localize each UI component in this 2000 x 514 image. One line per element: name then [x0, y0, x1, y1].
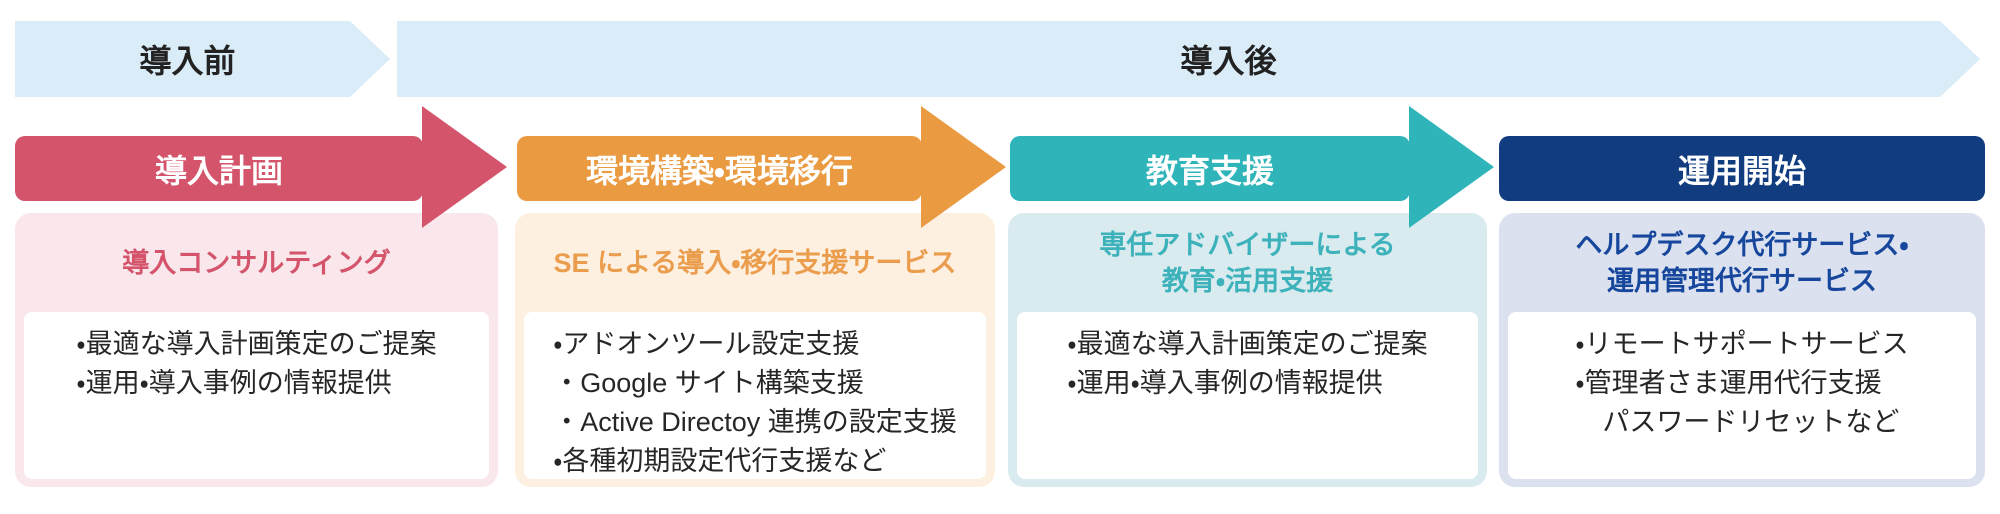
bullet-item: ・運用・導入事例の情報提供: [76, 368, 392, 398]
phase-3-arrow: 教育支援: [1010, 136, 1410, 201]
phase-3-bullet-list: ・最適な導入計画策定のご提案 ・運用・導入事例の情報提供: [1067, 312, 1427, 479]
bullet-item: ・アドオンツール設定支援: [553, 329, 860, 359]
phase-1-card: 導入コンサルティング ・最適な導入計画策定のご提案 ・運用・導入事例の情報提供: [15, 213, 498, 487]
phase-1-arrow: 導入計画: [15, 136, 423, 201]
phase-2-right-arrow-head-icon: [921, 106, 1006, 228]
phase-4-header-label: 運用開始: [1677, 152, 1806, 189]
phase-3-right-arrow-head-icon: [1409, 106, 1494, 228]
phase-2-arrow-label: 環境構築・環境移行: [586, 152, 853, 189]
phase-2-title-line: SE による導入・移行支援サービス: [553, 247, 957, 278]
phase-1-card-body: ・最適な導入計画策定のご提案 ・運用・導入事例の情報提供: [24, 312, 489, 479]
phase-1-right-arrow-head-icon: [422, 106, 507, 228]
phase-3-card-body: ・最適な導入計画策定のご提案 ・運用・導入事例の情報提供: [1017, 312, 1478, 479]
phase-4-card-title: ヘルプデスク代行サービス・ 運用管理代行サービス: [1505, 213, 1979, 312]
phase-3-title-line: 教育・活用支援: [1161, 265, 1334, 296]
banner-after: 導入後: [397, 21, 1980, 97]
phase-4-title-line: 運用管理代行サービス: [1607, 265, 1877, 296]
bullet-item: ・リモートサポートサービス: [1575, 329, 1909, 359]
banner-before: 導入前: [15, 21, 390, 97]
phase-3-arrow-label: 教育支援: [1145, 152, 1274, 189]
phase-1-bullet-list: ・最適な導入計画策定のご提案 ・運用・導入事例の情報提供: [76, 312, 436, 479]
phase-4-card: ヘルプデスク代行サービス・ 運用管理代行サービス ・リモートサポートサービス ・…: [1499, 213, 1985, 487]
bullet-item: ・運用・導入事例の情報提供: [1067, 368, 1383, 398]
phase-2-arrow: 環境構築・環境移行: [517, 136, 922, 201]
phase-3-card: 専任アドバイザーによる 教育・活用支援 ・最適な導入計画策定のご提案 ・運用・導…: [1008, 213, 1487, 487]
phase-3-card-title: 専任アドバイザーによる 教育・活用支援: [1014, 213, 1481, 312]
banner-before-label: 導入前: [139, 43, 236, 79]
banner-after-label: 導入後: [1180, 43, 1277, 79]
bullet-item: ・Google サイト構築支援: [553, 368, 864, 398]
phase-4-title-line: ヘルプデスク代行サービス・: [1575, 229, 1909, 260]
bullet-item: ・最適な導入計画策定のご提案: [1067, 329, 1428, 359]
bullet-item: ・最適な導入計画策定のご提案: [76, 329, 437, 359]
phase-3-title-line: 専任アドバイザーによる: [1099, 229, 1396, 260]
phase-4-bullet-list: ・リモートサポートサービス ・管理者さま運用代行支援 パスワードリセットなど: [1575, 312, 1908, 479]
phase-2-bullet-list: ・アドオンツール設定支援 ・Google サイト構築支援 ・Active Dir…: [553, 312, 957, 479]
phase-2-card-body: ・アドオンツール設定支援 ・Google サイト構築支援 ・Active Dir…: [524, 312, 986, 479]
phase-1-card-title: 導入コンサルティング: [21, 213, 492, 312]
bullet-item: ・各種初期設定代行支援など: [553, 446, 887, 476]
phase-1-arrow-label: 導入計画: [154, 152, 283, 189]
phase-2-card-title: SE による導入・移行支援サービス: [521, 213, 989, 312]
bullet-item: ・管理者さま運用代行支援: [1575, 368, 1882, 398]
phase-1-title-line: 導入コンサルティング: [122, 247, 391, 278]
phase-4-header: 運用開始: [1499, 136, 1985, 201]
bullet-item: ・Active Directoy 連携の設定支援: [553, 407, 957, 437]
bullet-item: パスワードリセットなど: [1575, 407, 1900, 437]
phase-2-card: SE による導入・移行支援サービス ・アドオンツール設定支援 ・Google サ…: [515, 213, 995, 487]
phase-4-card-body: ・リモートサポートサービス ・管理者さま運用代行支援 パスワードリセットなど: [1508, 312, 1976, 479]
